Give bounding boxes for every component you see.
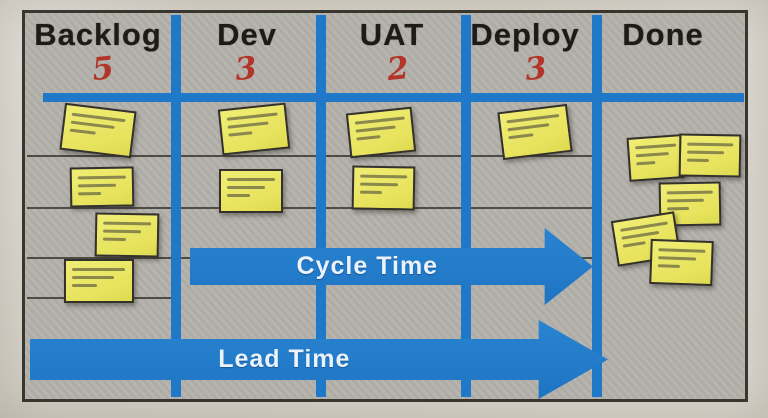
sticky-note-backlog [94,212,160,258]
sticky-note-dev [219,169,283,213]
scribble-line [507,123,550,132]
column-divider-backlog-dev [171,15,181,397]
scribble-line [666,190,714,195]
column-header-backlog: Backlog [34,17,162,52]
scribble-line [356,135,381,141]
scribble-line [635,143,677,150]
wip-limit-dev: 3 [233,49,259,89]
column-divider-dev-uat [316,15,326,397]
scribble-line [72,276,115,279]
scribble-line [666,198,705,203]
cycle-time-arrow: Cycle Time [190,228,593,305]
wip-limit-backlog: 5 [90,49,116,89]
scribble-line [506,113,560,124]
scribble-line [72,284,98,287]
scribble-line [103,221,152,226]
sticky-note-backlog [64,259,134,303]
sticky-note-uat [345,106,417,159]
column-divider-deploy-done [592,15,602,397]
scribble-line [227,178,275,181]
scribble-line [78,192,101,196]
scribble-line [635,152,669,158]
scribble-line [77,175,126,180]
scribble-line [687,150,725,155]
sticky-note-dev [217,102,291,156]
scribble-line [359,190,383,194]
scribble-line [658,256,696,261]
scribble-line [360,174,408,179]
sticky-note-done [678,133,742,178]
scribble-line [354,116,405,125]
scribble-line [77,183,117,188]
cycle-time-label: Cycle Time [296,252,439,280]
wip-limit-uat: 2 [385,49,411,89]
scribble-line [667,207,690,211]
scribble-line [687,142,734,147]
scribble-line [620,221,668,232]
scribble-line [227,121,269,129]
scribble-line [226,112,278,121]
scribble-line [636,161,656,166]
scribble-line [227,186,266,189]
scribble-line [658,248,706,253]
scribble-line [72,268,125,271]
sticky-note-uat [351,165,416,211]
scribble-line [686,158,709,162]
lead-time-label: Lead Time [218,345,351,373]
sticky-note-deploy [497,103,573,161]
scribble-line [355,125,396,133]
column-header-dev: Dev [217,17,277,52]
wip-limit-deploy: 3 [523,49,549,89]
scribble-line [657,264,681,268]
scribble-line [227,194,250,197]
scribble-line [102,237,126,241]
scribble-line [508,133,534,140]
sticky-note-backlog [69,166,135,208]
column-header-deploy: Deploy [470,17,580,52]
scribble-line [360,182,398,187]
kanban-board: Backlog Dev UAT Deploy Done 5 3 2 3 Cycl… [22,10,748,402]
row-line-1 [27,155,599,157]
row-line-2 [27,207,599,209]
scribble-line [70,120,115,129]
scribble-line [69,128,96,135]
scribble-line [622,241,646,248]
column-header-done: Done [622,17,704,52]
sticky-note-done [626,134,685,182]
column-header-uat: UAT [359,17,425,52]
header-underline [43,93,744,102]
column-divider-uat-deploy [461,15,471,397]
scribble-line [228,131,253,137]
scribble-line [103,229,142,234]
sticky-note-done [649,238,714,287]
sticky-note-backlog [59,102,137,159]
